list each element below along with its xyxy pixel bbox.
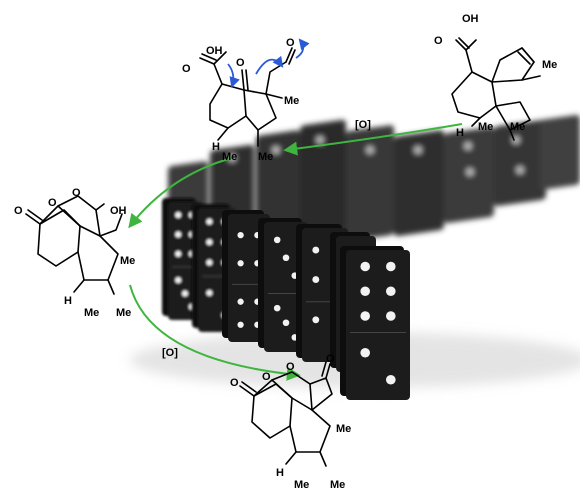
molecule-bis-lactone: O O O O Me H Me Me	[230, 353, 351, 491]
me-label: Me	[116, 307, 131, 319]
domino-face	[346, 250, 410, 400]
me-label: Me	[258, 151, 273, 163]
h-label: H	[456, 127, 464, 139]
pip	[366, 146, 374, 154]
o-label: O	[230, 377, 239, 389]
molecule-lactol-lactone: O O O OH Me H Me Me	[14, 187, 135, 319]
far-domino	[394, 130, 444, 237]
o-label: O	[182, 63, 191, 75]
molecule-keto-aldehyde: OH O O O Me H Me Me	[182, 37, 310, 163]
pip	[237, 321, 244, 328]
pip	[312, 276, 320, 284]
me-label: Me	[330, 479, 345, 491]
me-label: Me	[478, 121, 493, 133]
o-label: O	[14, 205, 23, 217]
pip	[312, 316, 320, 324]
arrow-oxidation-2	[129, 284, 301, 381]
me-label: Me	[336, 423, 351, 435]
oh-label: OH	[110, 205, 127, 217]
pip	[360, 311, 371, 321]
oxidation-label-2: [O]	[162, 347, 178, 359]
pip	[237, 231, 244, 239]
me-label: Me	[84, 307, 99, 319]
pip	[316, 136, 324, 144]
o-label: O	[72, 187, 81, 199]
me-label: Me	[294, 479, 309, 491]
curly-arrow-1	[227, 63, 240, 89]
arrow-oxidation-1	[283, 123, 463, 156]
h-label: H	[64, 295, 72, 307]
arrow-cyclization	[128, 157, 233, 229]
pip	[466, 168, 474, 176]
pip	[516, 166, 524, 174]
pip	[237, 298, 244, 305]
pip	[182, 290, 188, 297]
domino	[340, 246, 410, 400]
oh-label: OH	[462, 13, 479, 25]
pip	[206, 289, 213, 296]
pip	[386, 311, 396, 321]
me-label: Me	[120, 255, 135, 267]
o-label: O	[286, 37, 295, 49]
pip	[175, 231, 182, 238]
me-label: Me	[542, 59, 557, 71]
pip	[272, 146, 280, 154]
h-label: H	[212, 141, 220, 153]
o-label: O	[326, 353, 335, 365]
far-domino	[494, 119, 546, 207]
o-label: O	[262, 371, 271, 383]
me-label: Me	[284, 95, 299, 107]
pip	[386, 286, 396, 297]
pip	[360, 347, 371, 358]
pip	[282, 319, 290, 327]
molecule-starting-acid: OH O Me H Me Me	[434, 13, 557, 141]
pip	[206, 239, 213, 246]
pip	[386, 261, 396, 272]
pip	[206, 259, 213, 266]
pip	[386, 374, 396, 385]
oxidation-label-1: [O]	[355, 119, 371, 131]
pip	[175, 277, 182, 284]
far-domino	[540, 115, 580, 190]
me-label: Me	[222, 151, 237, 163]
pip	[237, 260, 244, 267]
reaction-arrows	[128, 123, 463, 381]
me-label: Me	[510, 121, 525, 133]
pip	[175, 211, 182, 218]
pip	[273, 236, 281, 244]
pip	[464, 142, 472, 150]
pip	[360, 261, 371, 272]
curly-arrow-2	[255, 55, 284, 75]
pip	[312, 246, 320, 254]
o-label: O	[434, 35, 443, 47]
h-label: H	[276, 467, 284, 479]
o-label: O	[236, 57, 245, 69]
far-domino	[346, 125, 394, 241]
pip	[414, 146, 422, 154]
oh-label: OH	[206, 45, 223, 57]
domino-background	[130, 115, 580, 400]
pip	[273, 304, 281, 312]
curly-arrow-3	[295, 38, 310, 59]
pip	[282, 254, 290, 262]
front-domino-row	[162, 198, 410, 400]
pip	[175, 250, 182, 257]
pip	[360, 286, 371, 297]
o-label: O	[286, 361, 295, 373]
o-label: O	[48, 197, 57, 209]
pip	[206, 218, 213, 225]
far-domino	[300, 119, 346, 256]
